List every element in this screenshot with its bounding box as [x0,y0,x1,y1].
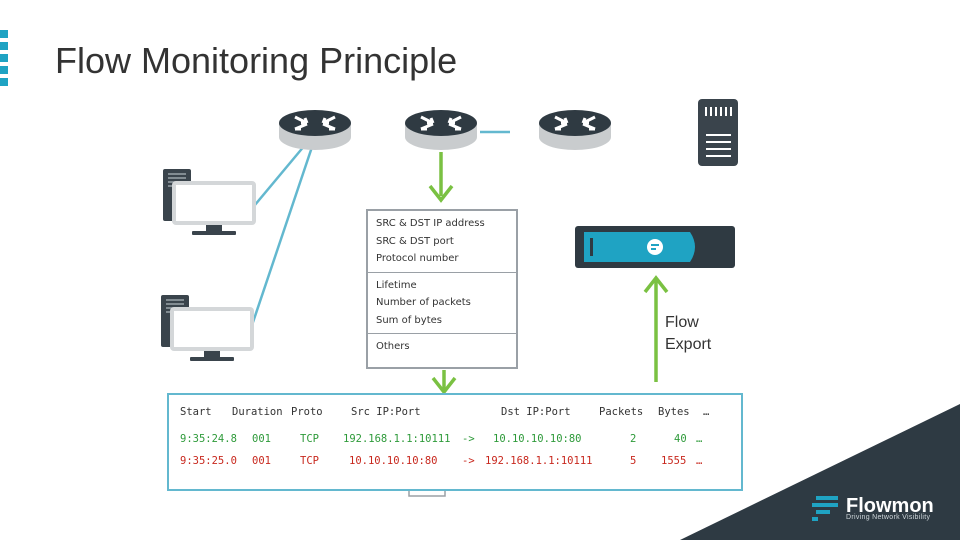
table-cell: 192.168.1.1:10111 [343,433,451,445]
table-cell: TCP [300,455,319,467]
table-cell: 001 [252,455,271,467]
table-cell: … [696,455,703,467]
page-title: Flow Monitoring Principle [55,40,458,81]
router-icon [537,108,613,152]
table-cell: 1555 [661,455,687,467]
server-icon [698,99,738,166]
column-header: Proto [291,406,323,418]
table-cell: 001 [252,433,271,445]
table-cell: 192.168.1.1:10111 [485,455,593,467]
field-label: SRC & DST port [376,235,454,247]
router-icon [403,108,479,152]
column-header: Start [180,406,212,418]
flow-export-line: Export [665,336,712,353]
flow-export-label: Flow Export [665,312,711,356]
arrow-down-icon [431,370,457,395]
table-cell: -> [462,455,475,467]
field-label: Others [376,341,410,352]
field-label: SRC & DST IP address [376,218,485,229]
column-header: Bytes [658,406,690,418]
flow-export-line: Flow [665,314,699,331]
field-label: Sum of bytes [376,314,442,326]
arrow-down-icon [428,152,454,203]
link-line [245,146,314,341]
computer-icon [162,168,257,236]
router-icon [277,108,353,152]
corner-decoration [680,404,960,540]
field-label: Number of packets [376,297,471,308]
table-cell: TCP [300,433,319,445]
fields-section-stats: Lifetime Number of packets Sum of bytes [368,273,516,334]
fields-section-others: Others [368,334,516,360]
flowmon-logo-icon [812,496,838,521]
flowmon-probe-icon [575,226,735,268]
table-cell: 10.10.10.10:80 [493,433,582,445]
column-header: … [703,406,710,418]
flow-table: Start Duration Proto Src IP:Port Dst IP:… [167,393,743,491]
column-header: Duration [232,406,283,418]
column-header: Packets [599,406,644,418]
table-cell: … [696,433,703,445]
table-cell: 40 [674,433,687,445]
logo-tagline: Driving Network Visibility [846,514,931,521]
flow-record-fields-box: SRC & DST IP address SRC & DST port Prot… [366,209,518,369]
column-header: Dst IP:Port [501,406,571,418]
field-label: Lifetime [376,279,417,291]
field-label: Protocol number [376,253,459,264]
logo-wordmark: Flowmon [846,495,934,517]
table-cell: -> [462,433,475,445]
computer-icon [160,294,255,362]
table-cell: 9:35:25.0 [180,455,237,467]
table-cell: 9:35:24.8 [180,433,237,445]
table-cell: 5 [630,455,637,467]
table-cell: 10.10.10.10:80 [349,455,438,467]
column-header: Src IP:Port [351,406,421,418]
fields-section-identity: SRC & DST IP address SRC & DST port Prot… [368,211,516,273]
accent-dots [0,30,8,90]
arrow-up-icon [643,275,669,382]
table-cell: 2 [630,433,637,445]
